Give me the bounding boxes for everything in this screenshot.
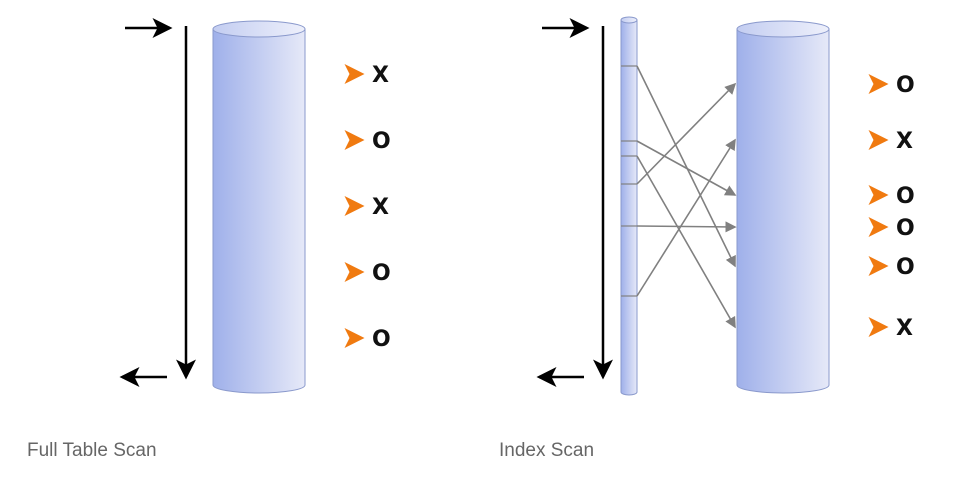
- match-mark: O: [896, 216, 915, 241]
- table-row: O: [737, 216, 915, 241]
- match-mark: X: [372, 63, 389, 88]
- table-row: O: [737, 255, 915, 280]
- pointer-arrow: [636, 221, 737, 233]
- pointer-arrow: [636, 140, 737, 196]
- index-pointer: [621, 82, 737, 185]
- match-mark: O: [372, 327, 391, 352]
- match-mark: O: [372, 261, 391, 286]
- full-table-scan-caption: Full Table Scan: [27, 440, 157, 461]
- table-cylinder: [736, 20, 830, 394]
- table-cylinder: [212, 20, 306, 394]
- index-scan-caption: Index Scan: [499, 440, 595, 461]
- pointer-arrow: [636, 82, 737, 185]
- table-row: O: [737, 184, 915, 209]
- table-row: X: [737, 316, 913, 341]
- table-row: X: [213, 63, 389, 88]
- table-row: O: [213, 261, 391, 286]
- pointer-arrow: [636, 155, 736, 329]
- match-mark: O: [372, 129, 391, 154]
- table-row: X: [737, 129, 913, 154]
- full-table-scan-panel: X O X O O: [119, 18, 391, 394]
- pointer-arrow: [636, 65, 736, 268]
- index-pointer: [621, 65, 736, 268]
- index-cylinder: [620, 16, 638, 396]
- match-mark: O: [896, 73, 915, 98]
- table-row: O: [213, 129, 391, 154]
- match-mark: X: [896, 316, 913, 341]
- table-rows: X O X O O: [213, 63, 391, 352]
- pointer-arrow: [636, 138, 736, 297]
- index-pointer: [621, 138, 736, 297]
- table-row: O: [737, 73, 915, 98]
- match-mark: X: [896, 129, 913, 154]
- match-mark: X: [372, 195, 389, 220]
- match-mark: O: [896, 184, 915, 209]
- match-mark: O: [896, 255, 915, 280]
- table-row: X: [213, 195, 389, 220]
- index-pointer: [621, 140, 737, 196]
- index-pointer: [621, 221, 737, 233]
- index-pointers: [621, 65, 737, 329]
- table-row: O: [213, 327, 391, 352]
- index-pointer: [621, 155, 736, 329]
